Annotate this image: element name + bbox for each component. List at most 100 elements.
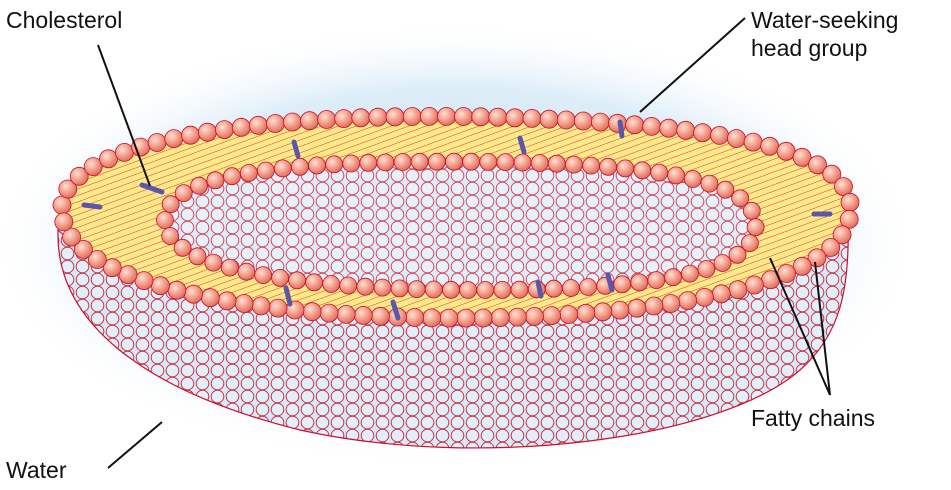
head-group-bead: [274, 160, 291, 177]
head-group-bead: [303, 303, 321, 321]
head-group-bead: [679, 292, 697, 310]
head-group-bead: [175, 185, 192, 202]
head-group-bead: [291, 158, 308, 175]
head-group-bead: [323, 276, 340, 293]
head-group-bead: [591, 113, 609, 131]
head-group-bead: [408, 281, 425, 298]
head-group-bead: [643, 117, 661, 135]
head-group-bead: [761, 137, 779, 155]
head-group-bead: [369, 108, 387, 126]
head-group-bead: [377, 154, 394, 171]
head-group-bead: [651, 164, 668, 181]
head-group-bead: [425, 281, 442, 298]
head-group-bead: [698, 261, 715, 278]
head-group-bead: [53, 196, 71, 214]
head-group-bead: [727, 130, 745, 148]
head-group-bead: [580, 279, 597, 296]
head-group-bead: [729, 281, 747, 299]
head-group-bead: [494, 281, 511, 298]
head-group-bead: [301, 112, 319, 130]
head-group-bead: [224, 168, 241, 185]
head-group-bead: [744, 133, 762, 151]
head-group-bead: [446, 153, 463, 170]
head-group-bead: [55, 213, 73, 231]
head-group-bead: [460, 282, 477, 299]
head-group-bead: [335, 110, 353, 128]
head-group-bead: [201, 289, 219, 307]
head-group-bead: [289, 272, 306, 289]
head-group-bead: [394, 154, 411, 171]
head-group-bead: [182, 126, 200, 144]
head-group-bead: [562, 280, 579, 297]
head-group-bead: [403, 108, 421, 126]
head-group-bead: [681, 265, 698, 282]
head-group-bead: [198, 123, 216, 141]
head-group-bead: [306, 274, 323, 291]
head-group-bead: [472, 108, 490, 126]
head-group-bead: [135, 272, 153, 290]
head-group-bead: [326, 156, 343, 173]
head-group-bead: [269, 299, 287, 317]
head-group-bead: [577, 304, 595, 322]
head-group-bead: [309, 157, 326, 174]
head-group-bead: [543, 307, 561, 325]
head-group-bead: [232, 118, 250, 136]
head-group-bead: [119, 266, 137, 284]
head-group-bead: [168, 281, 186, 299]
head-group-bead: [440, 309, 458, 327]
head-group-bead: [189, 248, 206, 265]
head-group-bead: [665, 269, 682, 286]
head-group-bead: [668, 167, 685, 184]
head-group-bead: [712, 285, 730, 303]
head-group-bead: [391, 280, 408, 297]
head-group-bead: [745, 276, 763, 294]
head-group-label-line2: head group: [751, 34, 898, 62]
head-group-bead: [343, 155, 360, 172]
water-leader: [108, 422, 162, 468]
head-group-bead: [489, 108, 507, 126]
head-group-bead: [457, 309, 475, 327]
head-group-bead: [743, 202, 760, 219]
head-group-bead: [574, 112, 592, 130]
head-group-bead: [711, 126, 729, 144]
head-group-bead: [437, 107, 455, 125]
cholesterol-molecule: [538, 282, 541, 296]
head-group-bead: [406, 309, 424, 327]
head-group-bead: [235, 295, 253, 313]
head-group-bead: [205, 254, 222, 271]
head-group-bead: [634, 162, 651, 179]
head-group-bead: [423, 309, 441, 327]
head-group-bead: [611, 301, 629, 319]
head-group-bead: [497, 154, 514, 171]
head-group-bead: [360, 154, 377, 171]
head-group-bead: [374, 279, 391, 296]
head-group-bead: [337, 305, 355, 323]
head-group-bead: [477, 282, 494, 299]
head-group-bead: [841, 193, 859, 211]
head-group-bead: [609, 114, 627, 132]
head-group-bead: [165, 130, 183, 148]
head-group-bead: [729, 246, 746, 263]
head-group-bead: [694, 124, 712, 142]
head-group-bead: [747, 219, 764, 236]
head-group-bead: [151, 277, 169, 295]
head-group-bead: [115, 143, 133, 161]
head-group-bead: [696, 288, 714, 306]
head-group-bead: [354, 306, 372, 324]
head-group-bead: [266, 115, 284, 133]
head-group-bead: [318, 111, 336, 129]
head-group-bead: [474, 309, 492, 327]
head-group-bead: [540, 110, 558, 128]
head-group-bead: [684, 171, 701, 188]
head-group-bead: [218, 292, 236, 310]
cholesterol-molecule: [84, 205, 100, 207]
head-group-bead: [660, 119, 678, 137]
head-group-bead: [557, 111, 575, 129]
head-group-bead: [626, 116, 644, 134]
head-group-bead: [617, 160, 634, 177]
head-group-bead: [148, 134, 166, 152]
head-group-bead: [583, 157, 600, 174]
head-group-bead: [523, 109, 541, 127]
head-group-bead: [491, 309, 509, 327]
head-group-bead: [386, 108, 404, 126]
